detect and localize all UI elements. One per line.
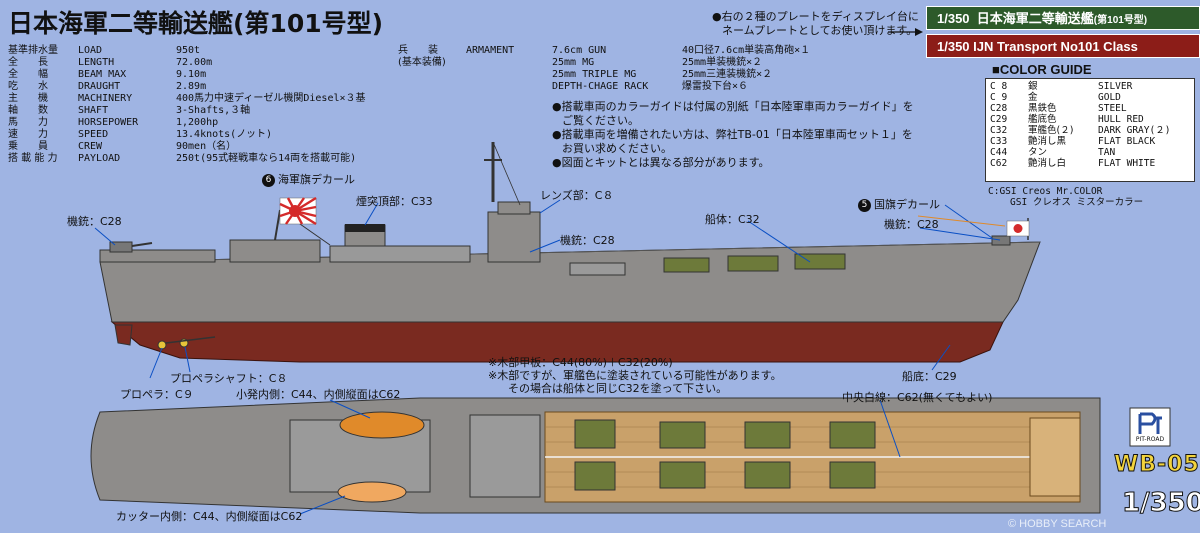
label-mg-mid: 機銃：C28 — [560, 234, 615, 247]
kit-notes: ●搭載車両のカラーガイドは付属の別紙「日本陸軍車両カラーガイド」を ご覧ください… — [552, 100, 914, 169]
bow-gun — [109, 241, 133, 253]
national-flag — [1006, 220, 1030, 237]
landing-craft — [339, 411, 425, 439]
label-bottom: 船底：C29 — [902, 370, 957, 383]
label-mg-stern: 機銃：C28 — [884, 218, 939, 231]
leader-lines — [94, 199, 1001, 515]
label-center-line: 中央白線：C62(無くてもよい) — [842, 391, 993, 404]
tank-1 — [663, 257, 710, 273]
forecastle — [99, 249, 216, 263]
funnel-top — [345, 224, 385, 232]
plate-note: ●右の２種のプレートをディスプレイ台に ネームプレートとしてお使い頂けます。 — [712, 10, 919, 37]
product-code: WB-05 — [1114, 452, 1200, 478]
decal-lines — [917, 215, 1006, 227]
product-scale: 1/350 — [1122, 488, 1200, 519]
rudder — [114, 324, 133, 346]
top-tanks — [574, 419, 876, 491]
tank-2 — [727, 255, 779, 272]
side-profile — [99, 141, 1041, 363]
superstructure-front — [229, 239, 321, 263]
color-guide-title: ■COLOR GUIDE — [992, 62, 1092, 77]
propeller-1 — [157, 340, 167, 350]
stern-mg — [991, 235, 1011, 246]
armament-sub: (基本装備) — [398, 57, 446, 68]
watermark: © HOBBY SEARCH — [1008, 518, 1107, 530]
tank-3 — [794, 253, 846, 270]
label-hull: 船体：C32 — [705, 213, 760, 226]
vehicle-truck — [569, 262, 626, 276]
label-lens: レンズ部：C８ — [540, 189, 614, 202]
logo-text: PIT-ROAD — [1135, 436, 1165, 443]
naval-ensign — [279, 196, 317, 226]
label-propeller: プロペラ：C９ — [120, 388, 194, 401]
label-boat-inside: 小発内側：C44、内側縦面はC62 — [236, 388, 401, 401]
page-title: 日本海軍二等輸送艦(第101号型) — [8, 9, 384, 38]
bridge — [487, 211, 541, 263]
stern-ramp — [1029, 417, 1081, 497]
scale-plate-jp: 1/350 日本海軍二等輸送艦(第101号型) — [926, 6, 1200, 30]
label-cutter-inside: カッター内側：C44、内側縦面はC62 — [116, 510, 303, 523]
scale-plate-en: 1/350 IJN Transport No101 Class — [926, 34, 1200, 58]
label-funnel-top: 煙突頂部：C33 — [356, 195, 433, 208]
boat-deck — [329, 245, 471, 263]
cutter — [337, 481, 407, 503]
hull-bottom — [110, 321, 1004, 363]
label-deck-note: ※木部甲板：C44(80%)＋C32(20%) ※木部ですが、軍艦色に塗装されて… — [488, 356, 782, 395]
label-prop-shaft: プロペラシャフト：C８ — [170, 372, 288, 385]
label-mg-bow: 機銃：C28 — [67, 215, 122, 228]
top-view — [90, 397, 1101, 514]
color-legend: C:GSI Creos Mr.COLOR GSI クレオス ミスターカラー — [988, 186, 1144, 208]
